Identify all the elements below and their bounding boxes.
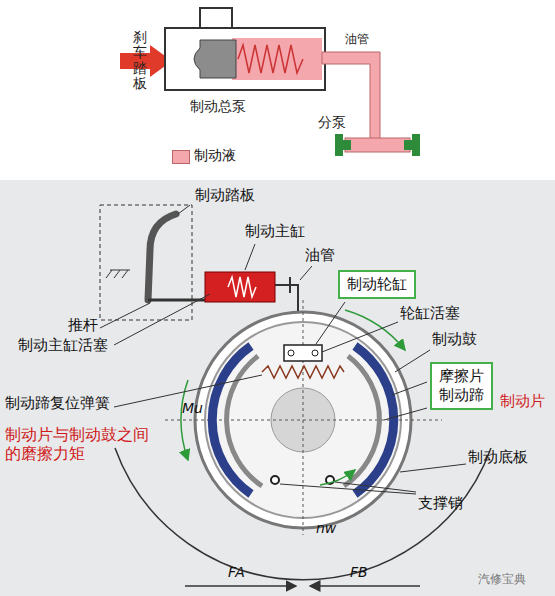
highlight-box: 摩擦片制动蹄 xyxy=(430,362,493,410)
part-name: 轮缸活塞 xyxy=(400,304,460,322)
reservoir-cap xyxy=(200,8,232,28)
part-name: 制动底板 xyxy=(468,448,528,466)
part-name: 摩擦片 xyxy=(439,367,484,386)
spring xyxy=(238,45,303,73)
part-name: 制动蹄 xyxy=(439,386,484,405)
brake-fluid xyxy=(232,38,322,80)
highlight-box: 制动轮缸 xyxy=(338,270,416,299)
part-name: 制动片 xyxy=(500,392,545,410)
wheel-cylinder xyxy=(284,345,322,361)
force-arrow xyxy=(185,585,296,587)
support-pin xyxy=(271,476,279,484)
wheel-cylinder-fluid xyxy=(345,138,410,152)
part-name: 制动踏板 xyxy=(195,186,255,204)
panel xyxy=(0,180,555,596)
part-name: 制动主缸 xyxy=(245,222,305,240)
symbol: FB xyxy=(350,564,368,581)
piston xyxy=(194,40,236,78)
legend-swatch xyxy=(172,150,190,164)
return-spring xyxy=(262,366,344,378)
part-name: 制动鼓 xyxy=(432,330,477,348)
part-name: 支撑销 xyxy=(418,494,463,512)
pivot xyxy=(106,270,130,278)
master-cylinder-body xyxy=(165,28,325,90)
vertical-label: 刹车踏板 xyxy=(133,30,147,92)
watermark: 汽修宝典 xyxy=(478,572,526,586)
part-name: 油管 xyxy=(305,246,335,264)
brake-shoe xyxy=(227,356,262,486)
master-cylinder xyxy=(205,272,275,302)
note: 制动片与制动鼓之间的磨擦力矩 xyxy=(5,425,155,463)
part-name: 分泵 xyxy=(318,114,346,131)
pedal-lever xyxy=(148,214,176,300)
part-name: 制动主缸活塞 xyxy=(18,336,108,354)
part-name: 油管 xyxy=(345,32,369,46)
wheel-pistons xyxy=(335,134,420,156)
symbol: FA xyxy=(228,564,245,581)
part-name: 制动蹄复位弹簧 xyxy=(5,394,110,412)
part-name: 制动轮缸 xyxy=(347,275,407,294)
pedal-box xyxy=(100,205,192,320)
legend-text: 制动液 xyxy=(194,147,236,164)
part-name: 制动总泵 xyxy=(190,98,246,115)
tire-arc xyxy=(115,448,491,580)
symbol: nw xyxy=(316,520,336,537)
symbol: Mu xyxy=(182,400,203,417)
part-name: 推杆 xyxy=(68,316,98,334)
leader-lines xyxy=(100,205,466,494)
